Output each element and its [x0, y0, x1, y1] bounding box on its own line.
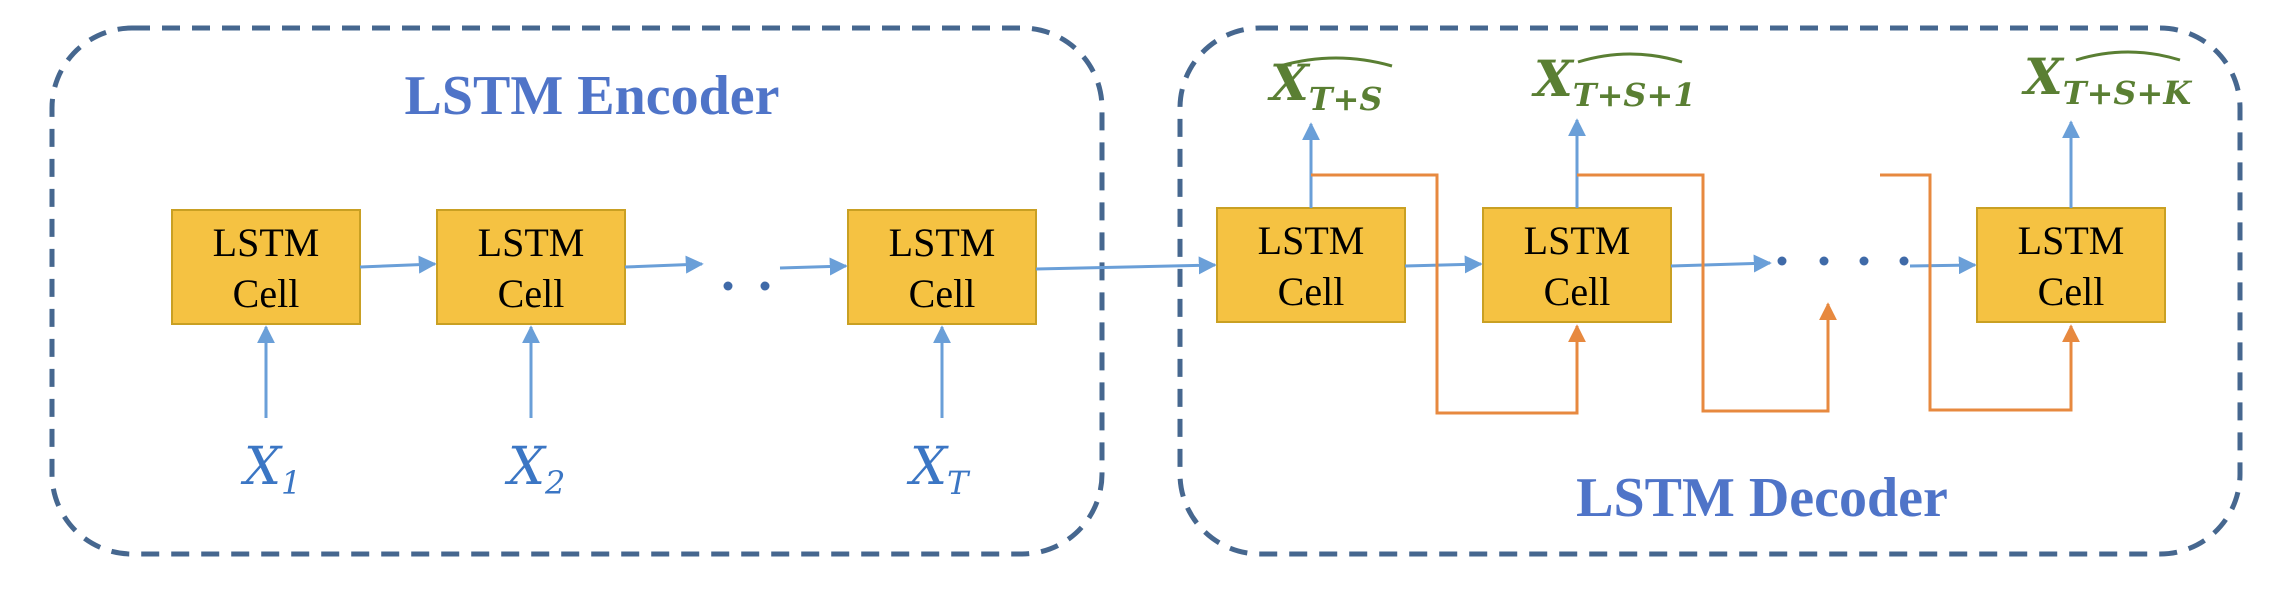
input-label-1: X1: [240, 437, 301, 502]
cell-label-line1: LSTM: [1524, 218, 1631, 263]
cell-box: [1976, 207, 2166, 323]
output-sub: T+S+1: [1573, 76, 1696, 114]
output-sub: T+S+K: [2063, 74, 2193, 112]
cell-label-line1: LSTM: [889, 220, 996, 265]
feedback-prev-to-3: [1880, 173, 2080, 412]
svg-text:X2: X2: [504, 437, 565, 502]
cell-label-line2: Cell: [909, 271, 976, 316]
cell-label-line1: LSTM: [2018, 218, 2125, 263]
decoder-feedback-arrows: [1311, 173, 2080, 415]
svg-text:XT: XT: [906, 437, 971, 502]
arrow-enc2-dots: [624, 255, 704, 274]
svg-text:XT+S: XT+S: [1267, 53, 1383, 118]
ellipsis-dot: [1859, 256, 1869, 266]
cell-label-line2: Cell: [498, 271, 565, 316]
cell-label-line1: LSTM: [213, 220, 320, 265]
arrow-dots-dec3: [1909, 256, 1977, 275]
input-var: X: [906, 437, 949, 497]
decoder-cell-3: LSTM Cell: [1976, 207, 2166, 323]
arrow-enc1-enc2: [359, 255, 437, 274]
encoder-cell-2: LSTM Cell: [436, 209, 626, 325]
output-label-3: XT+S+K: [2021, 47, 2192, 112]
decoder-cell-1: LSTM Cell: [1216, 207, 1406, 323]
input-sub: 2: [544, 464, 565, 502]
encoder-cell-1: LSTM Cell: [171, 209, 361, 325]
ellipsis-dot: [1899, 256, 1909, 266]
ellipsis-dot: [1819, 256, 1829, 266]
encoder-panel: LSTM Encoder: [49, 25, 1105, 557]
feedback-1-to-2: [1311, 173, 1586, 415]
output-var: X: [1531, 49, 1575, 108]
arrow-dots-enc3: [779, 257, 848, 276]
svg-text:XT+S+K: XT+S+K: [2021, 47, 2192, 112]
input-label-T: XT: [906, 437, 971, 502]
encoder-ellipsis: [723, 281, 770, 291]
encoder-title: LSTM Encoder: [405, 65, 780, 127]
input-var: X: [240, 437, 283, 497]
decoder-flow-arrows: [1404, 254, 1977, 275]
output-var: X: [1267, 53, 1311, 112]
cell-box: [847, 209, 1037, 325]
output-var: X: [2021, 47, 2065, 106]
hat-mark: [1577, 52, 1683, 64]
cell-label-line1: LSTM: [478, 220, 585, 265]
ellipsis-dot: [723, 281, 733, 291]
output-sub: T+S: [1309, 80, 1383, 118]
decoder-cell-2: LSTM Cell: [1482, 207, 1672, 323]
cell-label-line2: Cell: [1278, 269, 1345, 314]
cell-label-line2: Cell: [1544, 269, 1611, 314]
ellipsis-dot: [760, 281, 770, 291]
decoder-panel: LSTM Decoder: [1177, 25, 2243, 557]
cell-box: [436, 209, 626, 325]
input-sub: T: [947, 464, 971, 502]
ellipsis-dot: [1777, 256, 1787, 266]
cell-label-line2: Cell: [233, 271, 300, 316]
encoder-frame: [49, 25, 1105, 557]
arrow-enc3-dec1: [1035, 256, 1217, 275]
input-var: X: [504, 437, 547, 497]
cell-label-line1: LSTM: [1258, 218, 1365, 263]
input-label-2: X2: [504, 437, 565, 502]
cell-label-line2: Cell: [2038, 269, 2105, 314]
decoder-title: LSTM Decoder: [1576, 467, 1948, 529]
encoder-cell-3: LSTM Cell: [847, 209, 1037, 325]
decoder-ellipsis: [1777, 256, 1909, 266]
encoder-flow-arrows: [359, 255, 1217, 276]
svg-text:X1: X1: [240, 437, 301, 502]
encoder-input-arrows: [257, 325, 951, 418]
output-label-1: XT+S: [1267, 53, 1393, 118]
hat-mark: [1279, 56, 1393, 68]
arrow-dec2-dots: [1670, 254, 1772, 273]
decoder-frame: [1177, 25, 2243, 557]
decoder-output-arrows: [1302, 118, 2080, 208]
output-label-2: XT+S+1: [1531, 49, 1696, 114]
hat-mark: [2075, 50, 2181, 62]
input-sub: 1: [281, 464, 301, 502]
feedback-2-to-next: [1577, 173, 1837, 413]
arrow-dec1-dec2: [1404, 255, 1483, 274]
svg-text:XT+S+1: XT+S+1: [1531, 49, 1696, 114]
